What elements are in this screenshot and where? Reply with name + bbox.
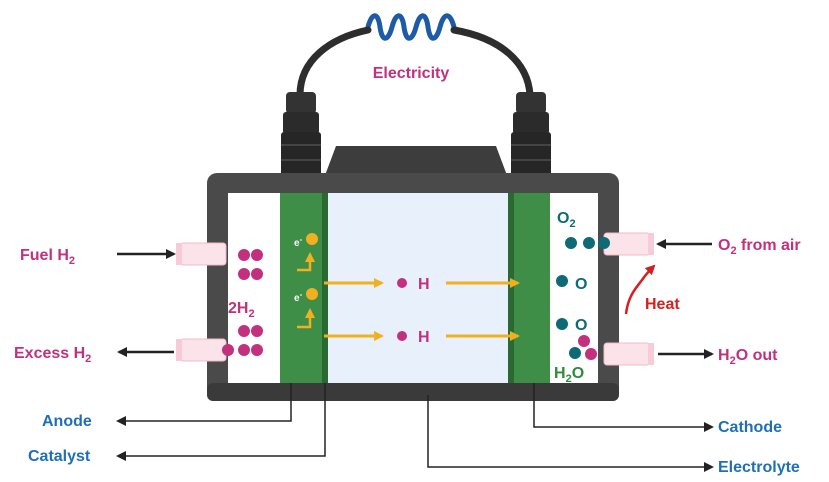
fuel-outlet-pipe — [176, 338, 227, 362]
svg-text:e-: e- — [294, 235, 303, 249]
water-outlet-pipe — [603, 342, 654, 366]
cathode-label: Cathode — [718, 419, 782, 436]
h2o-out-label: H2O out — [718, 347, 778, 367]
electrolyte-label: Electrolyte — [718, 459, 800, 476]
proton-dot-2 — [397, 331, 407, 341]
heat-label: Heat — [645, 296, 680, 313]
casing-top — [324, 146, 508, 178]
o2-from-air-label: O2 from air — [718, 237, 801, 257]
oxygen-atom-label-2: O — [575, 317, 587, 334]
heat-arrow — [624, 264, 656, 315]
svg-text:e-: e- — [294, 290, 303, 304]
proton-label-2: H — [418, 329, 430, 346]
water-molecule — [569, 335, 597, 360]
hydrogen-molecules — [222, 249, 263, 356]
electric-cable — [296, 26, 534, 99]
inside-h2o-label: H2O — [554, 365, 584, 385]
left-terminal — [281, 92, 321, 178]
air-inlet-pipe — [603, 232, 654, 256]
oxygen-atom-1 — [556, 275, 568, 287]
electrolyte-region — [328, 193, 508, 383]
proton-label-1: H — [418, 276, 430, 293]
excess-h2-label: Excess H2 — [14, 345, 91, 365]
right-terminal — [511, 92, 551, 178]
inside-o2-label: O2 — [557, 210, 576, 230]
anode-electrode — [280, 193, 322, 383]
fuel-inlet-pipe — [176, 242, 227, 266]
inside-2h2-label: 2H2 — [228, 300, 255, 320]
oxygen-atom-2 — [556, 318, 568, 330]
catalyst-label: Catalyst — [28, 448, 91, 465]
cathode-electrode — [514, 193, 550, 383]
oxygen-molecule — [565, 237, 610, 249]
proton-dot-1 — [397, 278, 407, 288]
cathode-leader — [533, 383, 714, 432]
anode-label: Anode — [42, 413, 92, 430]
electrons: e- e- — [294, 233, 318, 329]
resistor-coil — [365, 13, 457, 41]
fuel-h2-label: Fuel H2 — [20, 247, 75, 267]
electricity-label: Electricity — [373, 65, 450, 82]
catalyst-leader — [116, 383, 326, 461]
oxygen-atom-label-1: O — [575, 276, 587, 293]
anode-leader — [116, 383, 292, 426]
electrolyte-leader — [427, 395, 714, 472]
